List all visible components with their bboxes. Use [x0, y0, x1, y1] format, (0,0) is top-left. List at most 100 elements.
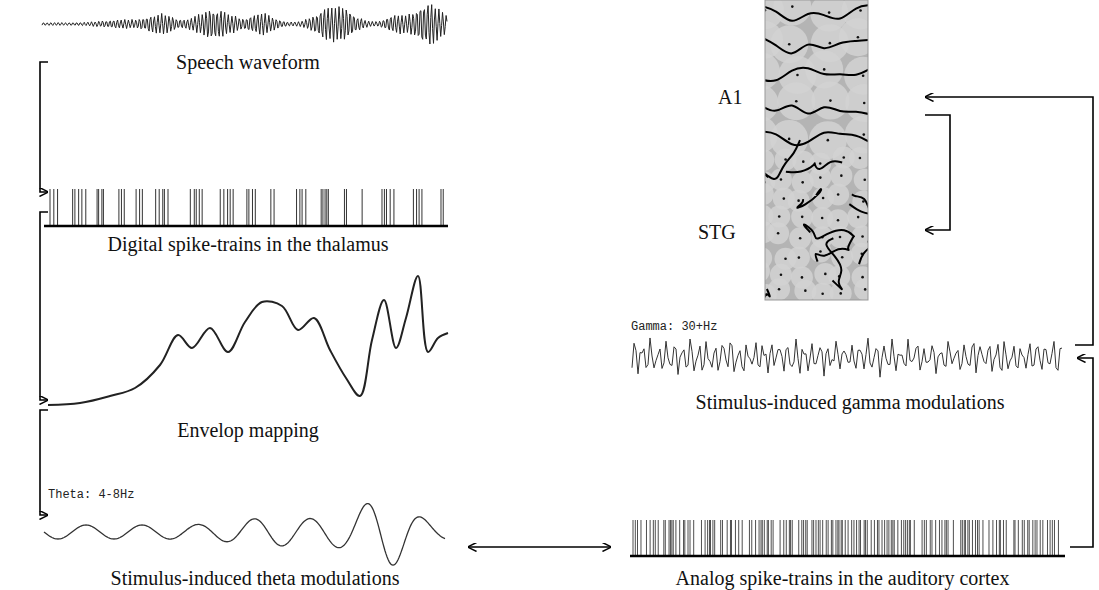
spike-stroke — [164, 189, 165, 225]
spike-stroke — [727, 520, 728, 555]
flow-arrow — [40, 212, 48, 400]
spike-stroke — [969, 520, 970, 555]
spike-stroke — [815, 520, 816, 555]
spike-stroke — [822, 520, 823, 555]
spike-baseline — [630, 555, 1065, 558]
text-slot: Envelop mapping — [48, 418, 448, 442]
cell-border — [797, 189, 821, 208]
cell-body — [777, 82, 815, 120]
spike-stroke — [1000, 520, 1001, 555]
spike-stroke — [735, 520, 736, 555]
spike-stroke — [828, 520, 829, 555]
cell-nucleus — [823, 68, 826, 71]
spike-stroke — [139, 189, 140, 225]
cell-nucleus — [797, 199, 800, 202]
spike-stroke — [783, 520, 784, 555]
cell-texture — [765, 0, 868, 300]
cell-body — [827, 183, 849, 205]
cell-border — [826, 238, 841, 289]
spike-stroke — [663, 520, 664, 555]
cell-nucleus — [827, 139, 830, 142]
spike-stroke — [710, 520, 711, 555]
text-slot: Digital spike-trains in the thalamus — [48, 232, 448, 256]
cell-border — [765, 140, 800, 179]
spike-stroke — [665, 520, 666, 555]
spike-stroke — [768, 520, 769, 555]
cell-body — [765, 52, 780, 90]
cell-nucleus — [829, 42, 832, 45]
spike-stroke — [684, 520, 685, 555]
cell-nucleus — [783, 197, 786, 200]
spike-stroke — [953, 520, 954, 555]
spike-stroke — [386, 189, 387, 225]
spike-stroke — [673, 520, 674, 555]
spike-stroke — [842, 520, 843, 555]
cell-nucleus — [859, 9, 862, 12]
cell-body — [765, 84, 779, 122]
spike-stroke — [838, 520, 839, 555]
spike-stroke — [227, 189, 228, 225]
spike-stroke — [142, 189, 143, 225]
flow-arrow — [40, 410, 48, 515]
spike-stroke — [305, 189, 306, 225]
spike-stroke — [393, 189, 394, 225]
spike-stroke — [440, 189, 441, 225]
spike-stroke — [693, 520, 694, 555]
spike-stroke — [897, 520, 898, 555]
cell-nucleus — [857, 216, 860, 219]
spike-stroke — [1047, 520, 1048, 555]
spike-stroke — [720, 520, 721, 555]
waveform-panel: Speech waveform — [48, 0, 448, 78]
spike-stroke — [931, 520, 932, 555]
spike-stroke — [1003, 520, 1004, 555]
spike-stroke — [325, 189, 326, 225]
spike-stroke — [905, 520, 906, 555]
spike-stroke — [999, 520, 1000, 555]
cell-border — [765, 105, 868, 115]
spike-stroke — [871, 520, 872, 555]
cell-body — [811, 82, 849, 120]
cell-border — [804, 224, 855, 238]
spike-stroke — [299, 189, 300, 225]
spike-stroke — [103, 189, 104, 225]
cell-nucleus — [839, 236, 842, 239]
cell-body — [768, 278, 790, 300]
spike-stroke — [914, 520, 915, 555]
cell-border — [765, 284, 770, 298]
spike-stroke — [755, 520, 756, 555]
spike-stroke — [98, 189, 99, 225]
spike-stroke — [679, 520, 680, 555]
spike-stroke — [255, 189, 256, 225]
cell-border — [816, 236, 854, 262]
spike-stroke — [731, 520, 732, 555]
cell-body — [788, 247, 810, 269]
spike-stroke — [1024, 520, 1025, 555]
cell-body — [765, 149, 774, 171]
spike-stroke — [633, 520, 634, 555]
cell-nucleus — [791, 5, 794, 8]
cell-nucleus — [777, 232, 780, 235]
spike-stroke — [655, 520, 656, 555]
spike-stroke — [831, 520, 832, 555]
envelope-curve — [48, 276, 448, 405]
spike-stroke — [707, 520, 708, 555]
spike-stroke — [362, 189, 363, 225]
spike-stroke — [97, 189, 98, 225]
spike-stroke — [903, 520, 904, 555]
spike-stroke — [1027, 520, 1028, 555]
spike-stroke — [230, 189, 231, 225]
spike-stroke — [1035, 520, 1036, 555]
cell-nucleus — [839, 292, 842, 295]
spike-stroke — [1040, 520, 1041, 555]
spike-stroke — [859, 520, 860, 555]
spike-stroke — [982, 520, 983, 555]
spike-stroke — [74, 189, 75, 225]
text-slot: Stimulus-induced theta modulations — [48, 566, 462, 590]
cell-nucleus — [841, 256, 844, 259]
spike-stroke — [50, 189, 51, 225]
spike-stroke — [891, 520, 892, 555]
spike-stroke — [190, 189, 191, 225]
spike-stroke — [941, 520, 942, 555]
